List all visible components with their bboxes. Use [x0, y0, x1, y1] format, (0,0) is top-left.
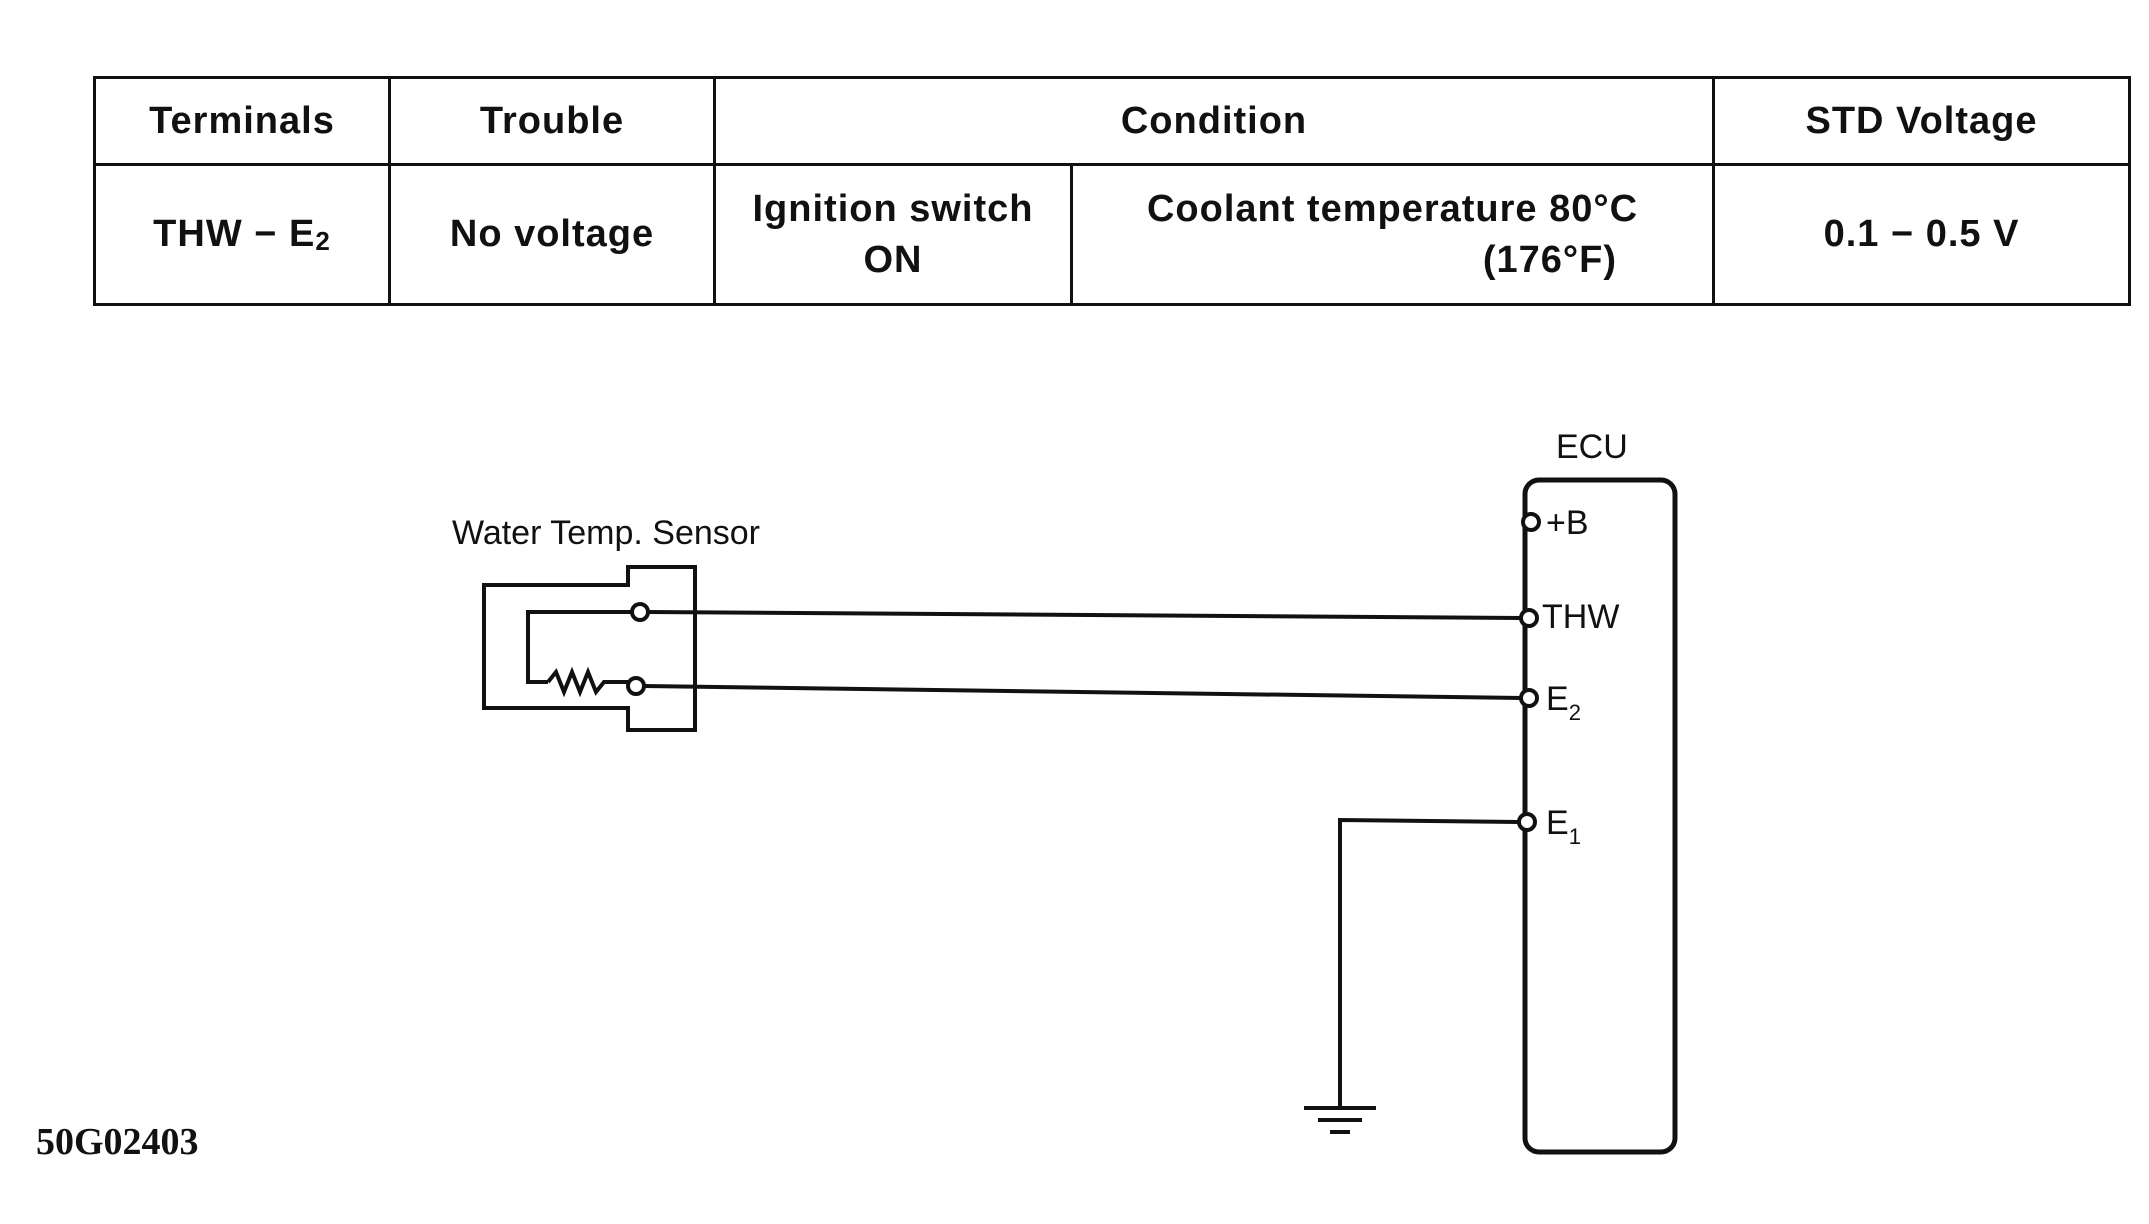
figure-code: 50G02403 [36, 1121, 199, 1163]
header-std-voltage: STD Voltage [1712, 76, 2131, 166]
ignition-line2: ON [863, 238, 923, 281]
ignition-line1: Ignition switch [752, 187, 1034, 230]
coolant-line1: Coolant temperature 80°C [1146, 187, 1639, 230]
pin-thw [1519, 608, 1539, 628]
pin-e1-label: E1 [1546, 804, 1581, 849]
pin-e2-label: E2 [1546, 680, 1581, 725]
header-condition: Condition [713, 76, 1715, 166]
cell-std-voltage: 0.1 − 0.5 V [1712, 163, 2131, 306]
sensor-inner-frame [526, 610, 636, 684]
terminals-subscript: 2 [315, 225, 331, 256]
pin-thw-label: THW [1542, 598, 1619, 636]
cell-ignition-condition: Ignition switch ON [713, 163, 1073, 306]
thermistor-resistor [546, 666, 628, 698]
sensor-label: Water Temp. Sensor [452, 514, 760, 552]
sensor-terminal-e2 [626, 676, 646, 696]
cell-terminals: THW − E2 [93, 163, 391, 306]
ecu-label: ECU [1556, 428, 1628, 466]
specification-table: Terminals Trouble Condition STD Voltage … [93, 76, 2131, 306]
wire-e1-ground [1338, 817, 1520, 1108]
ground-icon [1304, 1106, 1376, 1134]
pin-e1 [1517, 812, 1537, 832]
cell-coolant-condition: Coolant temperature 80°C (176°F) [1070, 163, 1715, 306]
sensor-terminal-thw [630, 602, 650, 622]
pin-plus-b [1521, 512, 1541, 532]
sensor-body [482, 565, 697, 732]
cell-trouble: No voltage [388, 163, 716, 306]
coolant-line2: (176°F) [1482, 238, 1617, 281]
header-trouble: Trouble [388, 76, 716, 166]
header-terminals: Terminals [93, 76, 391, 166]
pin-e2 [1519, 688, 1539, 708]
wire-e2 [643, 684, 1523, 700]
wire-thw [647, 610, 1523, 620]
table-row: THW − E2 No voltage Ignition switch ON C… [93, 163, 2131, 306]
table-header-row: Terminals Trouble Condition STD Voltage [93, 76, 2131, 166]
terminals-text: THW − E [153, 212, 316, 255]
pin-plus-b-label: +B [1546, 504, 1589, 542]
